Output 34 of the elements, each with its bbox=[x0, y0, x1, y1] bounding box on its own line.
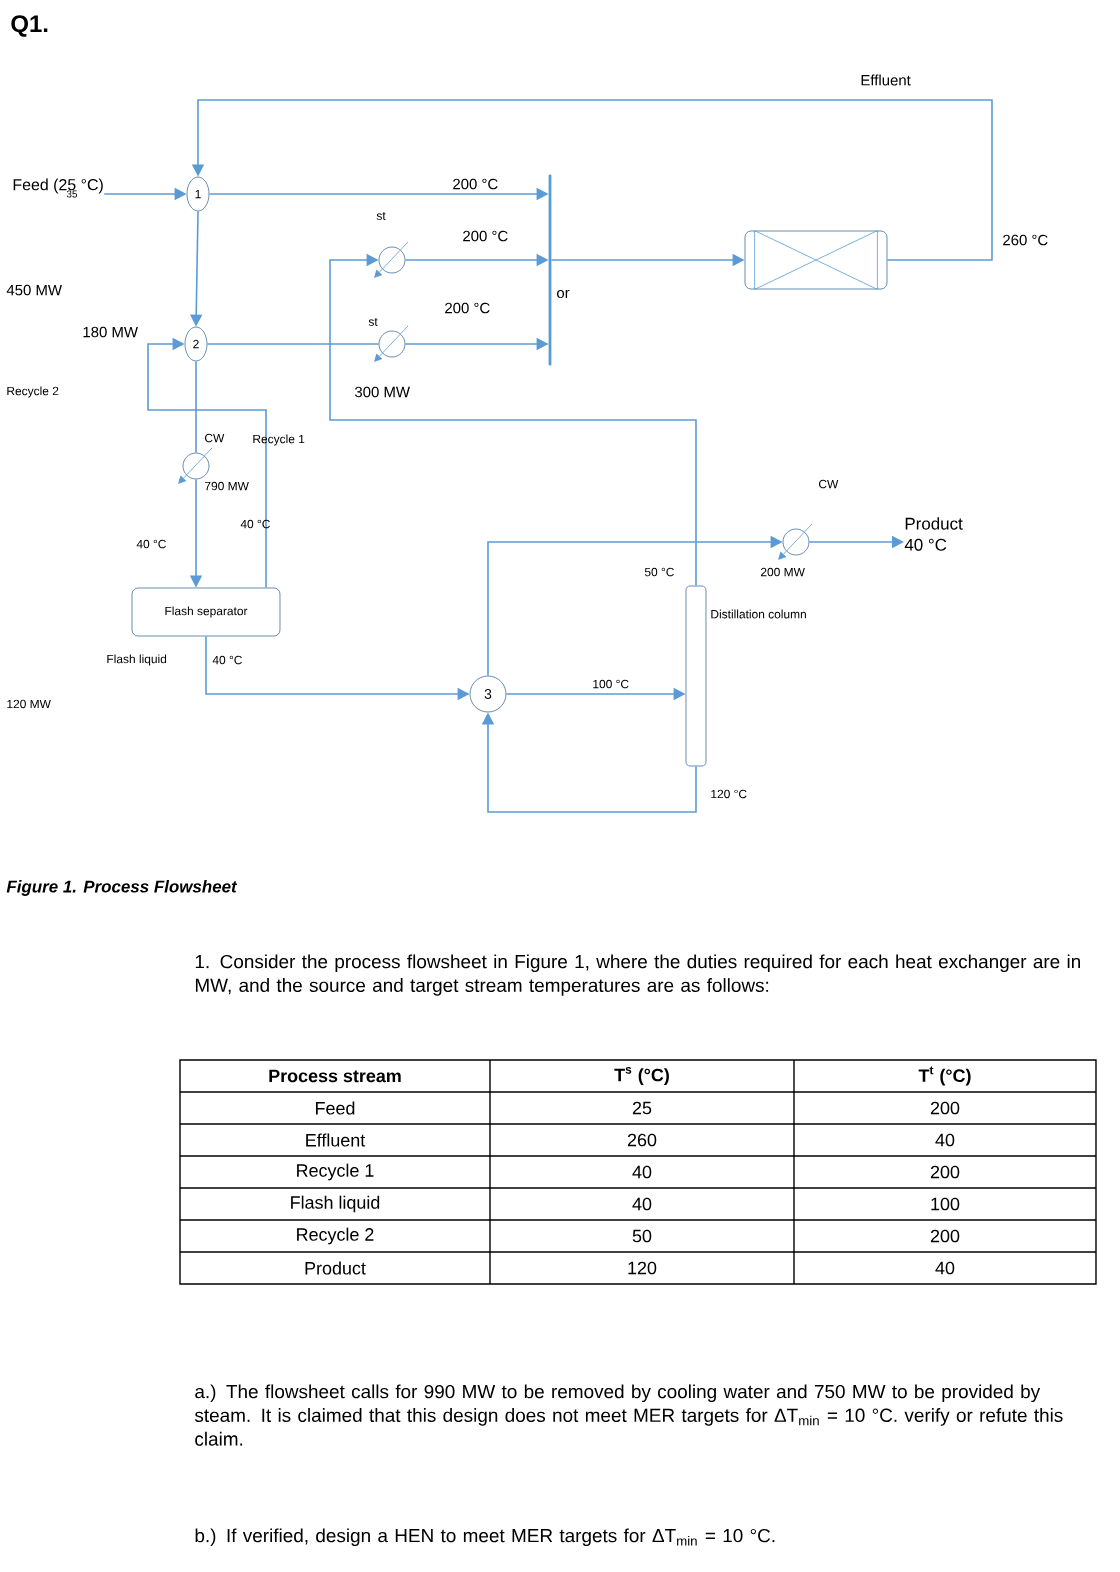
utility-exchanger bbox=[778, 523, 813, 560]
utility-exchanger bbox=[374, 241, 409, 278]
table-text: Recycle 1 bbox=[297, 1163, 374, 1181]
table-text: 200 bbox=[930, 1229, 960, 1243]
table-text: Product bbox=[305, 1261, 366, 1275]
table-text: 40 bbox=[632, 1165, 652, 1179]
table-text: 40 bbox=[935, 1133, 955, 1147]
table-text: 40 bbox=[632, 1197, 652, 1211]
question-text: a.) The flowsheet calls for 990 MW to be removed by cooling water and 750 MW to be provided by steam. It is claimed that this design does not meet MER targets for ΔT$_{min}$ = 10 °C. verify or refute this claim. bbox=[194, 1384, 1063, 1446]
table-header: T$^{t}$ (°C) bbox=[918, 1066, 971, 1086]
table-text: 25 bbox=[632, 1101, 652, 1115]
utility-exchanger bbox=[374, 325, 409, 362]
stream-label: Product 40 °C bbox=[904, 517, 963, 551]
stream-arrow bbox=[147, 337, 267, 589]
table-text: 50 bbox=[632, 1229, 652, 1243]
table-text: Effluent bbox=[306, 1133, 366, 1147]
figure-caption: Figure 1. Process Flowsheet bbox=[6, 880, 238, 896]
table-text: 100 bbox=[931, 1197, 960, 1211]
table-text: Recycle 2 bbox=[297, 1227, 374, 1245]
reactor-drawing bbox=[744, 230, 888, 290]
table-text: 200 bbox=[930, 1101, 960, 1115]
question-number: Q1. bbox=[11, 15, 48, 37]
question-text: b.) If verified, design a HEN to meet MER targets for ΔT$_{min}$ = 10 °C. bbox=[195, 1528, 775, 1547]
table-header: Process stream bbox=[269, 1069, 401, 1083]
stream-arrow bbox=[329, 253, 697, 587]
question-text: 1. Consider the process flowsheet in Figure 1, where the duties required for each heat exchanger are in MW, and the source and target stream temperatures are as follows: bbox=[195, 954, 1080, 996]
table-text: 200 bbox=[930, 1165, 960, 1179]
table-text: Flash liquid bbox=[291, 1195, 380, 1213]
table-text: 120 bbox=[628, 1261, 657, 1275]
table-text: Feed bbox=[316, 1101, 355, 1115]
table-text: 40 bbox=[935, 1261, 955, 1275]
utility-exchanger bbox=[178, 447, 213, 484]
table-header: T$^{s}$ (°C) bbox=[614, 1067, 669, 1085]
table-text: 260 bbox=[627, 1133, 657, 1147]
